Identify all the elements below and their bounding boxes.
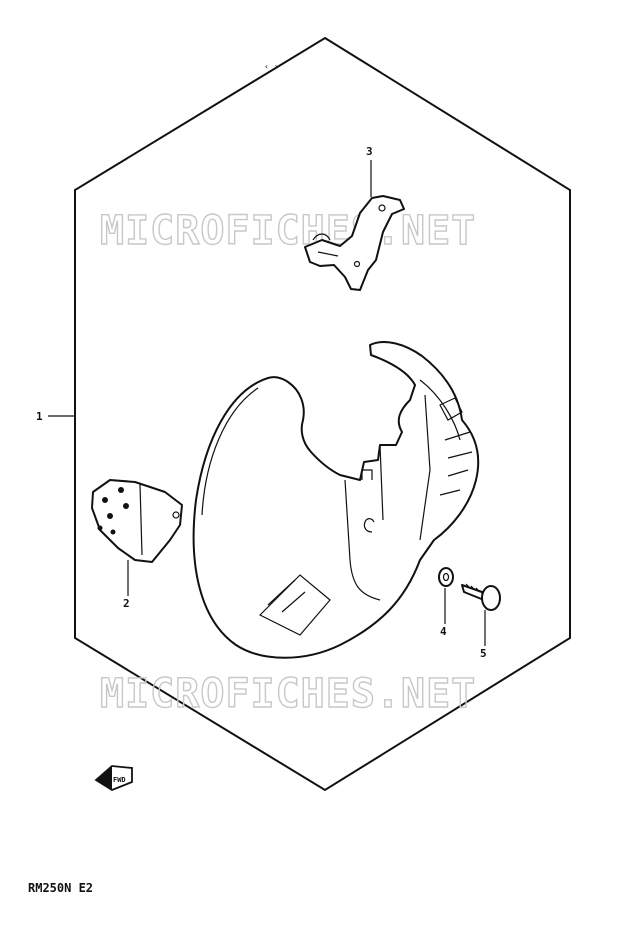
watermark-top: MICROFICHES.NET bbox=[100, 208, 476, 254]
callout-5: 5 bbox=[480, 647, 487, 660]
model-code: RM250N E2 bbox=[28, 881, 93, 895]
part-4-washer bbox=[438, 567, 454, 587]
callout-4: 4 bbox=[440, 625, 447, 638]
part-1-cover bbox=[192, 341, 480, 659]
fwd-label: FWD bbox=[113, 776, 126, 784]
assembly-hexagon bbox=[74, 36, 571, 792]
callout-3: 3 bbox=[366, 145, 373, 158]
part-3-bracket bbox=[304, 195, 405, 291]
callout-2: 2 bbox=[123, 597, 130, 610]
fwd-arrow: FWD bbox=[94, 765, 133, 792]
top-mark: ‹ › bbox=[264, 62, 278, 71]
watermark-bottom: MICROFICHES.NET bbox=[100, 671, 476, 717]
callout-1: 1 bbox=[36, 410, 43, 423]
part-5-bolt bbox=[461, 583, 501, 611]
part-2-plate bbox=[91, 479, 183, 563]
